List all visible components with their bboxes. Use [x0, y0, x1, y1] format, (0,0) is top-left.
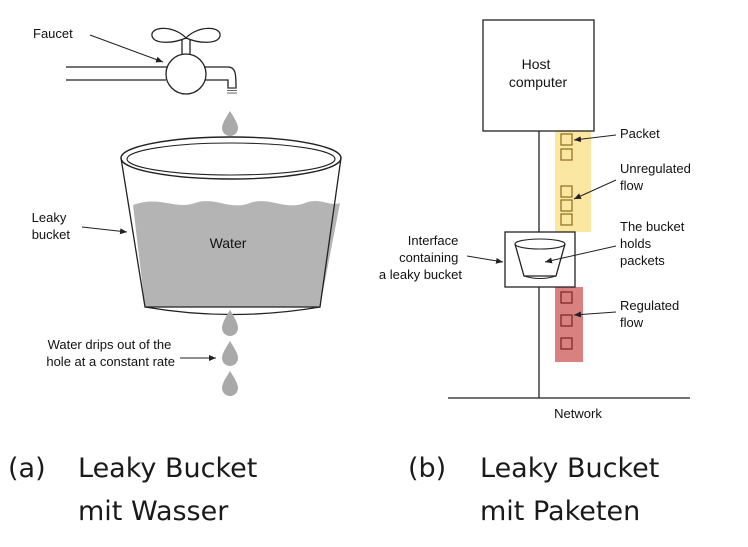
regulated-packets [560, 291, 573, 350]
panel-b: Host computer Network [379, 19, 694, 527]
regulated-flow-arrow [573, 311, 617, 318]
unregulated-flow-arrow [573, 179, 617, 200]
regulated-flow-label: Regulated flow [620, 298, 683, 330]
packet [560, 185, 573, 198]
faucet-label: Faucet [33, 26, 73, 41]
faucet-arrow [89, 34, 164, 63]
panel-a: Water Faucet Leaky bucket Water drips ou… [8, 26, 342, 527]
water-drop-icon [222, 310, 238, 336]
bucket-icon [120, 136, 342, 316]
interface-label: Interface containing a leaky bucket [379, 233, 462, 282]
small-bucket-icon [514, 238, 566, 280]
water-drop-icon [222, 371, 238, 396]
packet [560, 337, 573, 350]
packet [560, 213, 573, 226]
caption-b-subtitle: mit Paketen [480, 496, 640, 527]
packet [560, 314, 573, 327]
packet [560, 199, 573, 212]
packet [560, 148, 573, 161]
packet-label: Packet [620, 126, 660, 141]
unregulated-packets [560, 133, 573, 226]
caption-a-letter: (a) [8, 453, 46, 484]
water-drips-label: Water drips out of the hole at a constan… [46, 337, 175, 369]
packet-arrow [573, 134, 617, 143]
host-computer-box [482, 19, 595, 132]
water-drop-icon [222, 341, 238, 366]
host-computer-label: Host computer [509, 56, 568, 90]
leaky-bucket-arrow [81, 226, 128, 235]
water-label: Water [210, 235, 247, 251]
network-label: Network [554, 406, 602, 421]
unregulated-flow-label: Unregulated flow [620, 161, 694, 193]
faucet-icon [66, 27, 237, 95]
bucket-holds-arrow [544, 245, 617, 264]
caption-a-subtitle: mit Wasser [78, 496, 229, 527]
water-drop-icon [222, 111, 238, 136]
packet [560, 291, 573, 304]
caption-b-letter: (b) [408, 453, 446, 484]
leaky-bucket-label: Leaky bucket [32, 210, 71, 242]
caption-b-title: Leaky Bucket [480, 453, 659, 484]
caption-a-title: Leaky Bucket [78, 453, 257, 484]
bucket-holds-packets-label: The bucket holds packets [620, 219, 688, 268]
packet [560, 133, 573, 146]
interface-arrow [466, 255, 504, 264]
regulated-highlight [555, 287, 583, 362]
